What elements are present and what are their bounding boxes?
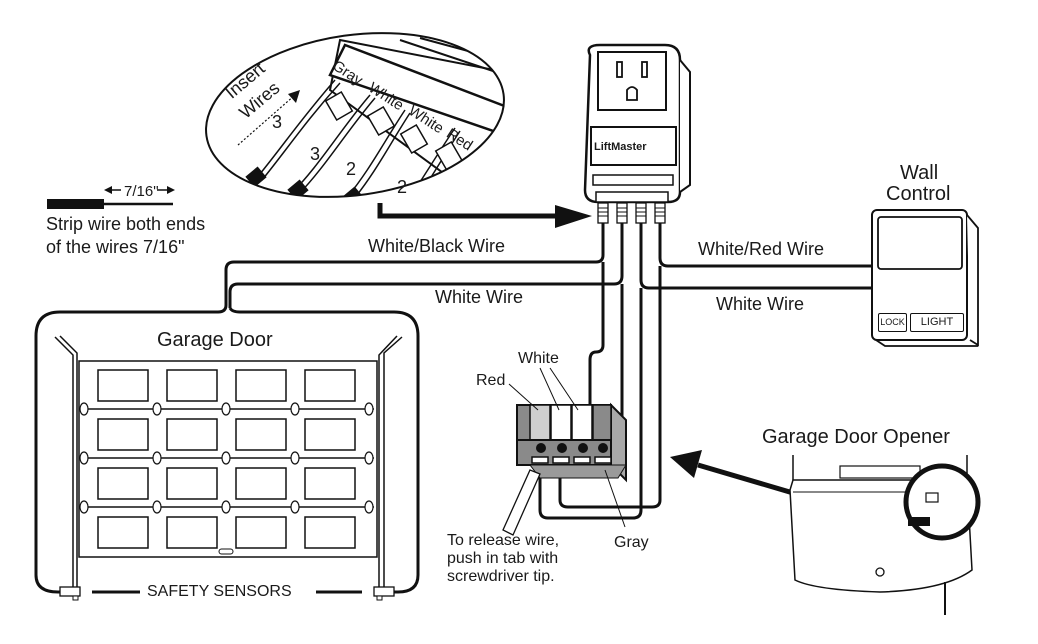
wire-label-white-red: White/Red Wire (698, 239, 825, 259)
terminal-block-drawing (502, 367, 627, 536)
door-hinge (221, 402, 231, 416)
door-window (97, 418, 149, 451)
insert-arrow (377, 203, 592, 228)
terminal-white-label: White (518, 350, 559, 367)
door-window (166, 369, 218, 402)
release-note-line2: push in tab with (447, 550, 559, 567)
wire-label-white-right: White Wire (716, 294, 805, 314)
door-window (304, 516, 356, 549)
lock-button[interactable]: LOCK (878, 313, 907, 332)
door-window (166, 516, 218, 549)
door-window (235, 516, 287, 549)
release-note-line1: To release wire, (447, 532, 560, 549)
garage-door-title: Garage Door (157, 329, 273, 351)
terminal-red-label: Red (476, 372, 506, 389)
wire-runs (224, 223, 872, 520)
door-window (97, 467, 149, 500)
door-window (166, 467, 218, 500)
door-hinge (152, 402, 162, 416)
light-button[interactable]: LIGHT (910, 313, 964, 332)
door-window (97, 516, 149, 549)
strip-measure-label: 7/16" (124, 183, 159, 200)
garage-door-opener-drawing (789, 455, 981, 615)
door-hinges (79, 402, 374, 514)
door-hinge (290, 500, 300, 514)
garage-door-drawing (34, 304, 420, 601)
door-hinge (221, 451, 231, 465)
door-hinge (152, 451, 162, 465)
door-window (304, 418, 356, 451)
door-hinge (79, 402, 89, 416)
door-hinge (221, 500, 231, 514)
door-window (166, 418, 218, 451)
wire-label-white-black: White/Black Wire (368, 236, 506, 256)
door-hinge (364, 500, 374, 514)
twist-count-1: 3 (272, 112, 283, 132)
liftmaster-device (583, 43, 691, 224)
door-hinge (364, 451, 374, 465)
wall-control-title-1: Wall (900, 162, 939, 184)
door-windows (97, 369, 356, 549)
strip-instruction-line2: of the wires 7/16" (46, 237, 185, 257)
door-hinge (79, 500, 89, 514)
release-note-line3: screwdriver tip. (447, 568, 555, 585)
strip-wire-illustration (47, 183, 175, 209)
door-hinge (290, 451, 300, 465)
twist-count-4: 2 (397, 177, 408, 197)
door-window (304, 467, 356, 500)
door-window (235, 369, 287, 402)
twist-count-2: 3 (310, 144, 321, 164)
door-window (235, 467, 287, 500)
brand-logo: LiftMaster (594, 141, 647, 153)
strip-instruction-line1: Strip wire both ends (46, 214, 206, 234)
door-window (304, 369, 356, 402)
safety-sensors-label: SAFETY SENSORS (147, 583, 292, 600)
terminal-gray-label: Gray (614, 534, 649, 551)
door-hinge (290, 402, 300, 416)
door-window (235, 418, 287, 451)
door-hinge (79, 451, 89, 465)
wall-control-drawing (871, 209, 979, 347)
door-hinge (364, 402, 374, 416)
opener-title: Garage Door Opener (762, 426, 950, 448)
door-window (97, 369, 149, 402)
door-hinge (152, 500, 162, 514)
wall-control-title-2: Control (886, 183, 951, 205)
twist-count-3: 2 (346, 159, 357, 179)
wire-label-white-left: White Wire (435, 287, 524, 307)
